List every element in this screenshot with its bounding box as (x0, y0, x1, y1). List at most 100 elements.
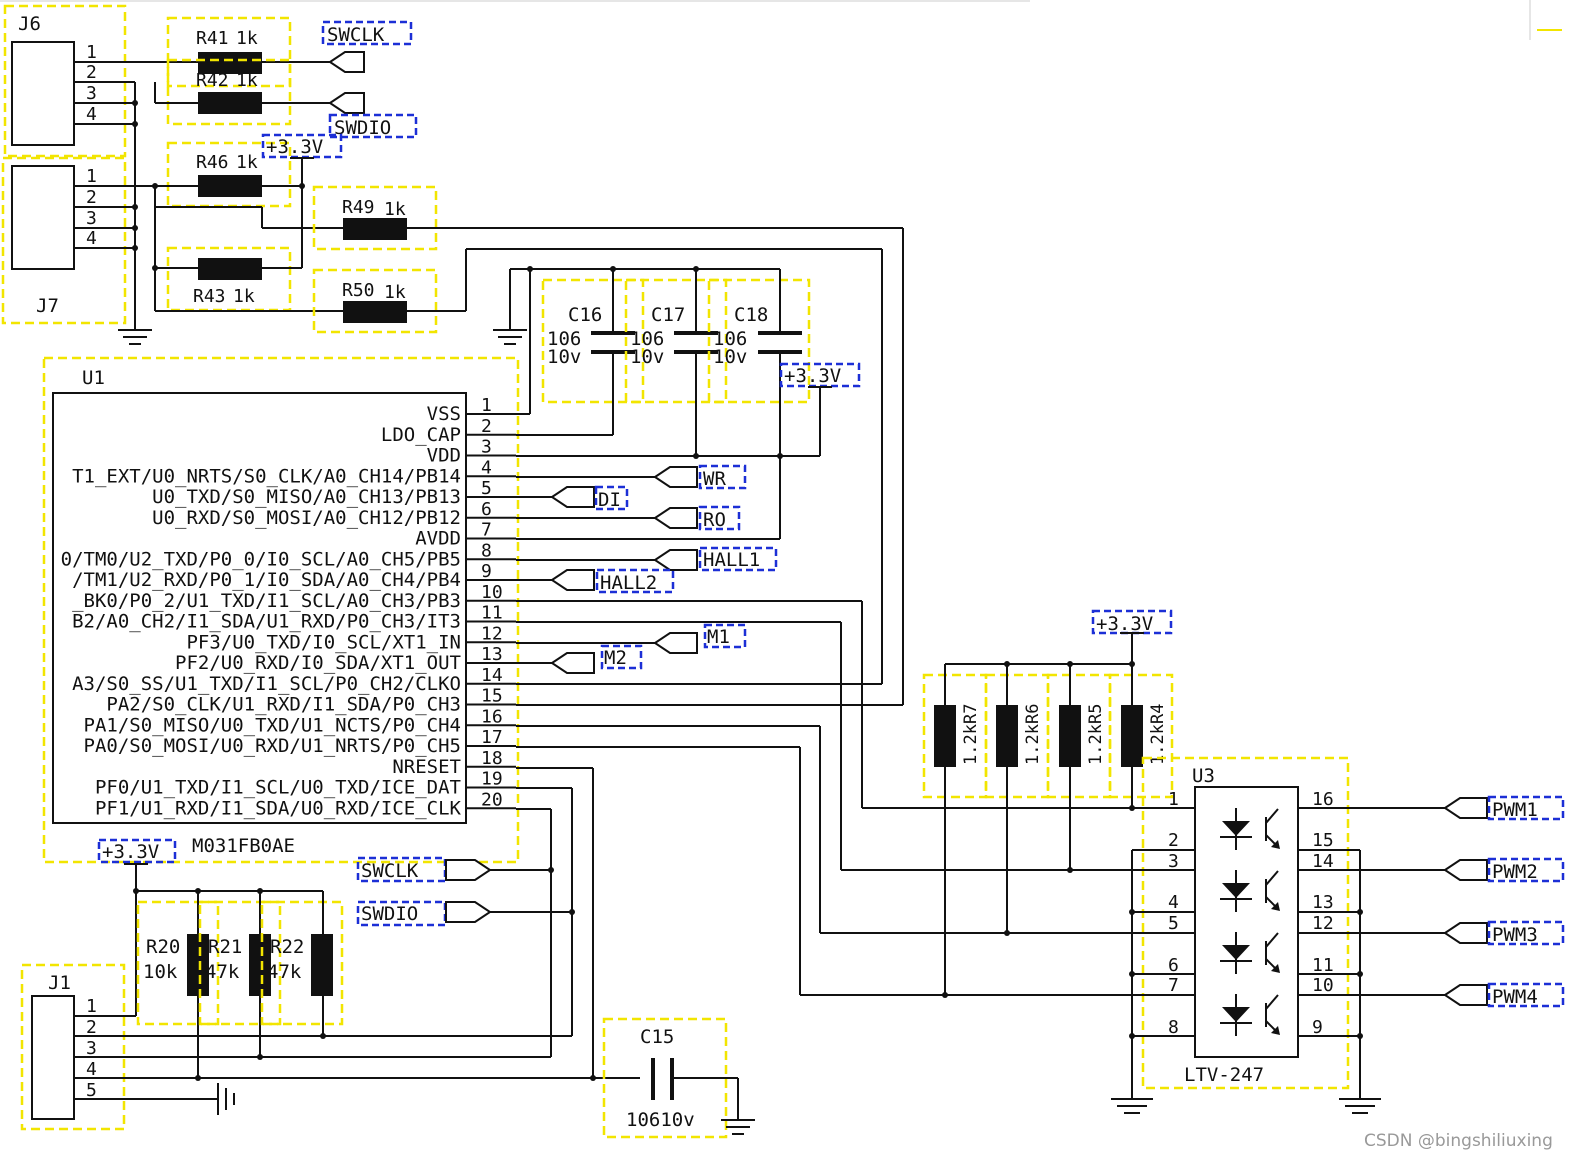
resistor-r50: R50 1k (312, 248, 882, 334)
port-wr: WR (516, 464, 747, 490)
u1-pin-name-11: B2/A0_CH2/I1_SDA/U1_RXD/P0_CH3/IT3 (72, 611, 461, 633)
capacitor-c16: C16 106 10v (541, 269, 645, 435)
vcc-top-r46: +3.3V (261, 133, 343, 159)
r4-ref: R4 (1148, 704, 1168, 724)
di-label: DI (598, 489, 621, 511)
u1-pin-num-7: 7 (481, 520, 492, 541)
u3-optocoupler: U3 LTV-247 1 2 3 4 5 6 7 8 16 15 14 13 1… (1141, 756, 1350, 1090)
resistor-r42: R42 1k (154, 58, 330, 126)
c15-value: 10610v (626, 1109, 695, 1131)
u1-pin-name-18: NRESET (392, 756, 461, 778)
r5-value: 1.2k (1086, 724, 1106, 765)
vcc-caps: +3.3V (779, 362, 861, 456)
resistor-r21: R21 47k (198, 891, 282, 1057)
port-swdio-top: SWDIO (328, 92, 418, 139)
port-pwm2: PWM2 (1443, 857, 1565, 883)
emitter-arrow-icon (1271, 840, 1280, 849)
resistor-r5: 1.2kR5 (1046, 664, 1112, 870)
resistor-r43: R43 1k (155, 246, 302, 312)
r7-ref: R7 (961, 704, 981, 724)
r22-ref: R22 (270, 936, 304, 958)
cap-bus (493, 266, 780, 414)
optocoupler-channel-1 (1220, 808, 1280, 850)
port-pwm4: PWM4 (1443, 982, 1565, 1008)
j-fanout-wires (152, 158, 343, 312)
transistor-collector (1265, 808, 1279, 824)
u3-pin-1: 1 (1168, 789, 1179, 810)
u3-pin-7: 7 (1168, 975, 1179, 996)
pwm2-label: PWM2 (1492, 861, 1538, 883)
emitter-arrow-icon (1271, 902, 1280, 911)
swclk-bottom-label: SWCLK (361, 860, 419, 882)
hall1-label: HALL1 (703, 549, 760, 571)
port-pwm3: PWM3 (1443, 920, 1565, 946)
u3-pin-11: 11 (1312, 955, 1334, 976)
swclk-top-label: SWCLK (327, 24, 385, 46)
svg-text:1.2kR7: 1.2kR7 (961, 704, 981, 765)
port-hall2: HALL2 (516, 568, 675, 594)
u1-pin-name-12: PF3/U0_TXD/I0_SCL/XT1_IN (186, 631, 461, 653)
u1-pin-name-15: PA2/S0_CLK/U1_RXD/I1_SDA/P0_CH3 (106, 694, 461, 716)
svg-text:1.2kR6: 1.2kR6 (1023, 704, 1043, 765)
u1-ref: U1 (82, 367, 105, 389)
u1-pin-num-14: 14 (481, 665, 503, 686)
u3-pin-13: 13 (1312, 892, 1334, 913)
resistor-r46: R46 1k (155, 141, 302, 208)
r50-value: 1k (384, 282, 406, 303)
m2-label: M2 (604, 647, 627, 669)
u1-pin-name-5: U0_TXD/S0_MISO/A0_CH13/PB13 (152, 486, 461, 508)
u3-input-nets (800, 805, 1195, 1114)
port-hall1: HALL1 (516, 546, 778, 572)
transistor-collector (1265, 994, 1279, 1010)
port-di: DI (516, 485, 629, 511)
vcc-pullups: +3.3V (945, 609, 1173, 667)
c15-ref: C15 (640, 1026, 674, 1048)
r21-value: 47k (205, 961, 240, 983)
resistor-r49: R49 1k (312, 185, 903, 251)
port-ro: RO (516, 505, 741, 531)
j6-pin-2: 2 (86, 62, 97, 83)
u3-part: LTV-247 (1184, 1064, 1264, 1086)
u1-pin-num-6: 6 (481, 499, 492, 520)
u3-pin-10: 10 (1312, 975, 1334, 996)
j6-pin-1: 1 (86, 42, 97, 63)
emitter-arrow-icon (1271, 1026, 1280, 1035)
j1-connector: J1 1 2 3 4 5 (20, 963, 640, 1131)
resistor-r6: 1.2kR6 (984, 664, 1050, 933)
j6-ref: J6 (18, 13, 41, 35)
u1-pin-num-9: 9 (481, 561, 492, 582)
u1-pin-name-17: PA0/S0_MOSI/U0_RXD/U1_NRTS/P0_CH5 (84, 735, 462, 757)
j-ground-bus (118, 82, 152, 345)
j7-connector: 1 2 3 4 J7 (1, 156, 155, 325)
transistor-collector (1265, 932, 1279, 948)
optocoupler-channel-4 (1220, 994, 1280, 1036)
u1-pin-name-19: PF0/U1_TXD/I1_SCL/U0_TXD/ICE_DAT (95, 777, 461, 799)
j1-pin-1: 1 (86, 996, 97, 1017)
j1-ref: J1 (48, 972, 71, 994)
transistor-collector (1265, 870, 1279, 886)
swdio-bottom-label: SWDIO (361, 903, 418, 925)
j6-pin-4: 4 (86, 104, 97, 125)
capacitor-c15: C15 10610v (602, 1017, 755, 1139)
u3-ref: U3 (1192, 765, 1215, 787)
u1-pin-num-16: 16 (481, 706, 503, 727)
u1-pin-name-1: VSS (427, 403, 461, 425)
j6-connector: J6 1 2 3 4 (3, 4, 135, 158)
port-swclk-bottom: SWCLK (356, 856, 551, 883)
swdio-top-label: SWDIO (334, 117, 391, 139)
r42-value: 1k (236, 70, 258, 91)
j7-pin-2: 2 (86, 187, 97, 208)
emitter-arrow-icon (1271, 964, 1280, 973)
wr-label: WR (703, 468, 726, 490)
u1-pin-num-15: 15 (481, 686, 503, 707)
r7-value: 1.2k (961, 724, 981, 765)
r20-value: 10k (143, 961, 178, 983)
j7-pin-1: 1 (86, 166, 97, 187)
u1-pin-num-17: 17 (481, 727, 503, 748)
u3-pin-16: 16 (1312, 789, 1334, 810)
r46-value: 1k (236, 152, 258, 173)
resistor-r41: R41 1k (135, 16, 330, 88)
r49-value: 1k (384, 199, 406, 220)
u1-pin-num-13: 13 (481, 644, 503, 665)
